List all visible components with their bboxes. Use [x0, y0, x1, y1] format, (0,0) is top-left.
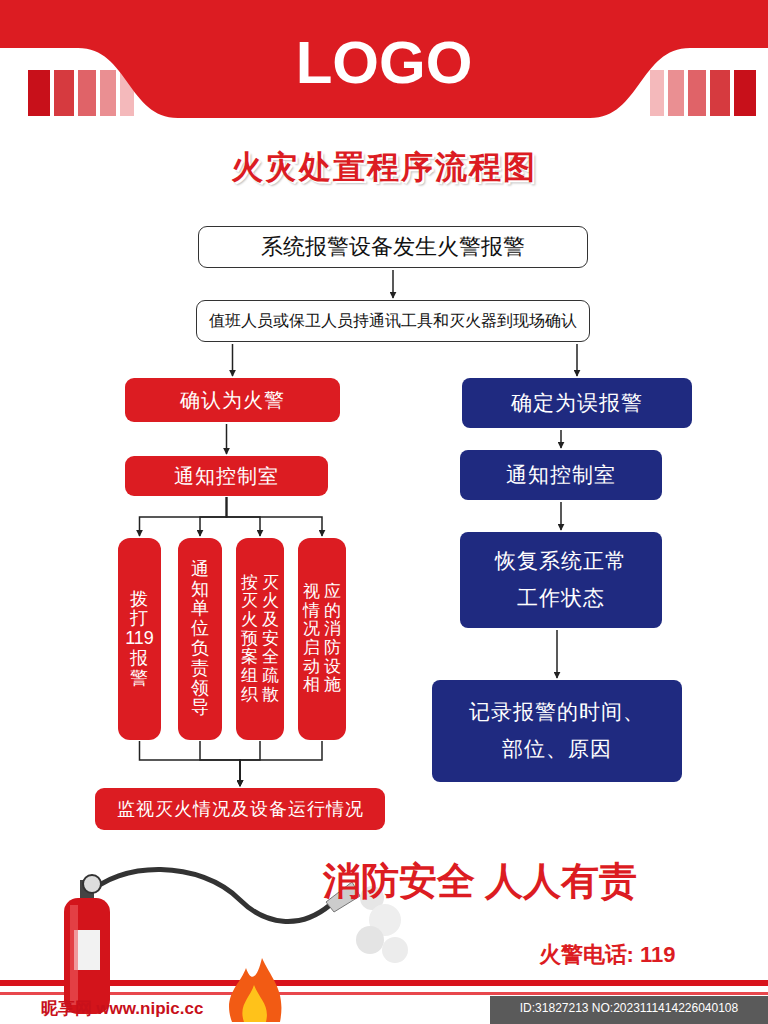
flow-connector: [576, 344, 578, 376]
false-alarm-box: 记录报警的时间、部位、原因: [432, 680, 682, 782]
action-column: 拨打119报警: [118, 538, 161, 740]
false-alarm-box: 通知控制室: [460, 450, 662, 500]
fire-step-box: 监视灭火情况及设备运行情况: [95, 788, 385, 830]
flow-connector: [227, 497, 323, 536]
flow-connector: [200, 741, 240, 786]
watermark-text: 昵享网 www.nipic.cc: [12, 997, 232, 1020]
flow-connector: [200, 497, 227, 536]
alarm-box: 系统报警设备发生火警报警: [198, 226, 588, 268]
footer-stripes: [0, 980, 768, 1024]
fire-step-box: 确认为火警: [125, 378, 340, 422]
node-text: 记录报警的时间、部位、原因: [462, 694, 652, 768]
flow-connector: [226, 424, 228, 454]
diagram-title: 火灾处置程序流程图: [0, 146, 768, 190]
alarm-box: 值班人员或保卫人员持通讯工具和灭火器到现场确认: [196, 300, 590, 342]
node-text: 通知单位负责领导: [191, 560, 209, 718]
node-text: 拨打119报警: [123, 590, 155, 689]
false-alarm-box: 确定为误报警: [462, 378, 692, 428]
node-text: 系统报警设备发生火警报警: [261, 232, 525, 262]
flow-connector: [556, 630, 558, 678]
fire-phone-text: 火警电话: 119: [512, 940, 702, 970]
action-column: 按灭火预案组织灭火及安全疏散: [236, 538, 284, 740]
fire-step-box: 通知控制室: [125, 456, 328, 496]
node-text: 恢复系统正常工作状态: [486, 543, 636, 617]
image-id-text: ID:31827213 NO:2023111414226040108: [496, 1001, 762, 1015]
flow-connector: [392, 270, 394, 298]
smoke-and-fire: [229, 886, 408, 1022]
flow-connector: [140, 741, 241, 786]
false-alarm-box: 恢复系统正常工作状态: [460, 532, 662, 628]
fire-extinguisher: [64, 869, 360, 1014]
flow-connector: [560, 430, 562, 448]
flow-connector: [560, 502, 562, 530]
node-text: LOGO: [296, 28, 473, 97]
node-text: 值班人员或保卫人员持通讯工具和灭火器到现场确认: [209, 311, 577, 332]
node-text: 确认为火警: [180, 387, 285, 414]
node-text: 通知控制室: [174, 463, 279, 490]
node-text: 确定为误报警: [511, 389, 643, 417]
node-text: 监视灭火情况及设备运行情况: [117, 797, 364, 821]
slogan-text: 消防安全 人人有责: [285, 856, 675, 907]
flow-connector: [232, 344, 234, 376]
action-column: 视情况启动相应的消防设施: [298, 538, 346, 740]
node-text: 按灭火预案组织灭火及安全疏散: [241, 574, 278, 705]
action-column: 通知单位负责领导: [178, 538, 222, 740]
flow-connector: [140, 497, 227, 536]
header-band: LOGO: [0, 0, 768, 118]
node-text: 视情况启动相应的消防设施: [303, 583, 340, 695]
flow-connector: [240, 741, 260, 786]
node-text: 通知控制室: [506, 461, 616, 489]
flow-connector: [240, 741, 322, 786]
